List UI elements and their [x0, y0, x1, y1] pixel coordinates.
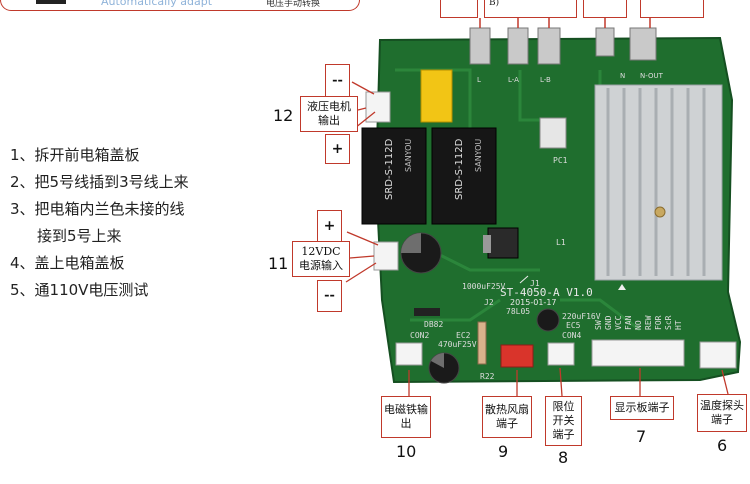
- callout-6-number: 6: [717, 436, 728, 455]
- board-date: 2015-01-17: [510, 298, 557, 307]
- callout-12-plus-text: +: [331, 141, 344, 157]
- ec5-label: EC5: [566, 321, 581, 330]
- con4-limit: [547, 342, 575, 366]
- relay-left-brand: SANYOU: [404, 138, 413, 172]
- callout-7-label: 显示板端子: [610, 396, 674, 420]
- callout-10-label: 电磁铁输出: [381, 396, 431, 438]
- callout-11-minus: --: [317, 280, 342, 312]
- heatsink: [594, 84, 723, 281]
- hdr-pin-6: FOR: [654, 315, 663, 330]
- callout-10-label-text: 电磁铁输出: [384, 403, 428, 430]
- top-box-2-label: B): [489, 0, 500, 8]
- j2-label: J2: [484, 298, 494, 307]
- callout-12-label-text: 液压电机输出: [307, 100, 351, 127]
- hdr-pin-2: VCC: [614, 315, 623, 330]
- callout-11-label: 12VDC 电源输入: [292, 241, 350, 277]
- header-pin-labels: SW GND VCC FAN NO REW FOR ScR HT: [594, 300, 694, 336]
- top-box-3: [583, 0, 627, 18]
- capacitor-470uf: [428, 352, 460, 384]
- pin-label-la: L-A: [508, 76, 519, 84]
- resistor: [477, 321, 487, 365]
- mosfet: [487, 227, 519, 259]
- banner-dark-mark: [36, 0, 66, 4]
- callout-11-plus: +: [317, 210, 342, 242]
- reg-label: 78L05: [506, 307, 531, 316]
- top-terminals: [469, 18, 657, 65]
- con-12v: [373, 241, 399, 271]
- pc1-label: PC1: [553, 156, 568, 165]
- db82-label: DB82: [424, 320, 444, 329]
- callout-12-label: 液压电机输出: [300, 96, 358, 132]
- hdr-pin-3: FAN: [624, 315, 633, 330]
- fan-connector: [500, 344, 534, 368]
- instruction-step-3: 3、把电箱内兰色未接的线: [10, 200, 185, 218]
- con2-solenoid: [395, 342, 423, 366]
- r22-label: R22: [480, 372, 495, 381]
- board-model: ST-4050-A V1.0: [500, 286, 593, 299]
- instruction-step-1: 1、拆开前电箱盖板: [10, 146, 140, 164]
- pin-label-lb: L-B: [540, 76, 551, 84]
- callout-8-label: 限位开关端子: [545, 396, 582, 446]
- relay-left-text: SRD-S-112D: [384, 138, 395, 200]
- callout-6-label: 温度探头端子: [697, 394, 747, 432]
- callout-9-label: 散热风扇端子: [482, 396, 532, 438]
- pin-label-n: N: [620, 72, 625, 80]
- cap2-label: 470uF25V: [438, 340, 477, 349]
- cap3-label: 220uF16V: [562, 312, 601, 321]
- instruction-step-2: 2、把5号线插到3号线上来: [10, 173, 189, 191]
- instruction-list: 1、拆开前电箱盖板 2、把5号线插到3号线上来 3、把电箱内兰色未接的线 接到5…: [10, 142, 230, 304]
- hdr-pin-4: NO: [634, 320, 643, 330]
- callout-12-plus: +: [325, 134, 350, 164]
- callout-10-number: 10: [396, 442, 417, 461]
- callout-11-plus-text: +: [323, 218, 336, 234]
- capacitor-220uf: [536, 308, 560, 332]
- pin-label-nout: N-OUT: [640, 72, 664, 80]
- callout-11-label-text: 12VDC 电源输入: [299, 245, 343, 272]
- l1-label: L1: [556, 238, 566, 247]
- callout-8-label-text: 限位开关端子: [552, 400, 575, 441]
- hdr-pin-5: REW: [644, 315, 653, 330]
- diode: [414, 308, 440, 316]
- ec2-label: EC2: [456, 331, 471, 340]
- top-box-1: [440, 0, 478, 18]
- con-hydraulic: [365, 91, 391, 123]
- callout-7-number: 7: [636, 427, 647, 446]
- temp-connector: [699, 341, 737, 369]
- relay-right-text: SRD-S-112D: [454, 138, 465, 200]
- banner-left-text: Automatically adapt: [101, 0, 213, 8]
- callout-6-label-text: 温度探头端子: [700, 399, 744, 426]
- relay-right: [431, 127, 497, 225]
- relay-right-brand: SANYOU: [474, 138, 483, 172]
- yellow-capacitor: [420, 69, 453, 123]
- hdr-pin-7: ScR: [664, 315, 673, 330]
- con4-label: CON4: [562, 331, 582, 340]
- callout-7-label-text: 显示板端子: [614, 401, 670, 414]
- callout-11-minus-text: --: [324, 288, 335, 303]
- optocoupler: [539, 117, 567, 149]
- top-box-2: B): [484, 0, 577, 18]
- cap1-label: 1000uF25V: [462, 282, 506, 291]
- relay-left: [361, 127, 427, 225]
- callout-8-number: 8: [558, 448, 569, 467]
- callout-12-minus: --: [325, 64, 350, 97]
- con2-label: CON2: [410, 331, 430, 340]
- pin-label-l: L: [477, 76, 481, 84]
- hdr-pin-1: GND: [604, 315, 613, 330]
- callout-12-minus-text: --: [332, 72, 343, 88]
- display-connector: [591, 339, 685, 367]
- instruction-step-5: 5、通110V电压测试: [10, 281, 149, 299]
- callout-9-number: 9: [498, 442, 509, 461]
- top-box-4: [640, 0, 704, 18]
- hdr-pin-0: SW: [594, 320, 603, 330]
- callout-12-number: 12: [273, 106, 294, 125]
- callout-11-number: 11: [268, 254, 289, 273]
- capacitor-1000uf: [400, 232, 442, 274]
- callout-9-label-text: 散热风扇端子: [485, 403, 529, 430]
- hdr-pin-8: HT: [674, 320, 683, 330]
- instruction-step-3-cont: 接到5号上来: [37, 227, 122, 245]
- instruction-step-4: 4、盖上电箱盖板: [10, 254, 125, 272]
- banner-right-text: 电压手动转换: [266, 0, 321, 9]
- j1-label: J1: [530, 279, 540, 288]
